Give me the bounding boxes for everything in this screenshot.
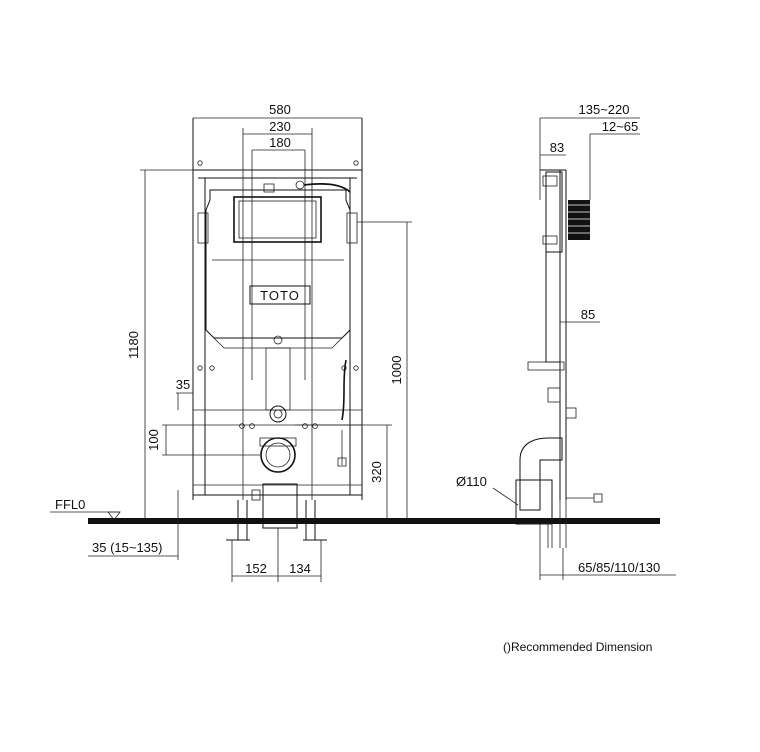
brand-label: TOTO bbox=[260, 288, 300, 303]
front-view: TOTO 580 bbox=[50, 102, 412, 582]
side-frame bbox=[515, 118, 603, 548]
dim-83: 83 bbox=[550, 140, 564, 155]
dim-floor-offset: 35 (15~135) bbox=[92, 540, 162, 555]
dim-230: 230 bbox=[269, 119, 291, 134]
front-fittings bbox=[226, 405, 327, 541]
dim-134: 134 bbox=[289, 561, 311, 576]
dim-pipe-diameter: Ø110 bbox=[456, 474, 487, 489]
dim-65-85-110-130: 65/85/110/130 bbox=[578, 560, 660, 575]
dim-152: 152 bbox=[245, 561, 267, 576]
dim-35: 35 bbox=[176, 377, 190, 392]
dim-85: 85 bbox=[581, 307, 595, 322]
dim-1000: 1000 bbox=[389, 356, 404, 385]
dim-320: 320 bbox=[369, 461, 384, 483]
floor-label: FFL0 bbox=[55, 497, 85, 512]
dim-1180: 1180 bbox=[126, 331, 141, 359]
floor-line bbox=[88, 518, 660, 524]
brand-plate: TOTO bbox=[249, 285, 311, 305]
dim-100: 100 bbox=[146, 429, 161, 451]
front-dimensions: 580 230 180 1180 35 100 1000 bbox=[50, 102, 412, 582]
side-view: 135~220 12~65 83 85 Ø110 65/85/110/130 bbox=[456, 102, 676, 580]
dim-12-65: 12~65 bbox=[602, 119, 639, 134]
dim-180: 180 bbox=[269, 135, 291, 150]
dim-580: 580 bbox=[269, 102, 291, 117]
recommended-dimension-note: ()Recommended Dimension bbox=[503, 640, 652, 654]
cistern-tank bbox=[205, 180, 351, 467]
dim-135-220: 135~220 bbox=[579, 102, 630, 117]
side-dimensions: 135~220 12~65 83 85 Ø110 65/85/110/130 bbox=[456, 102, 676, 580]
